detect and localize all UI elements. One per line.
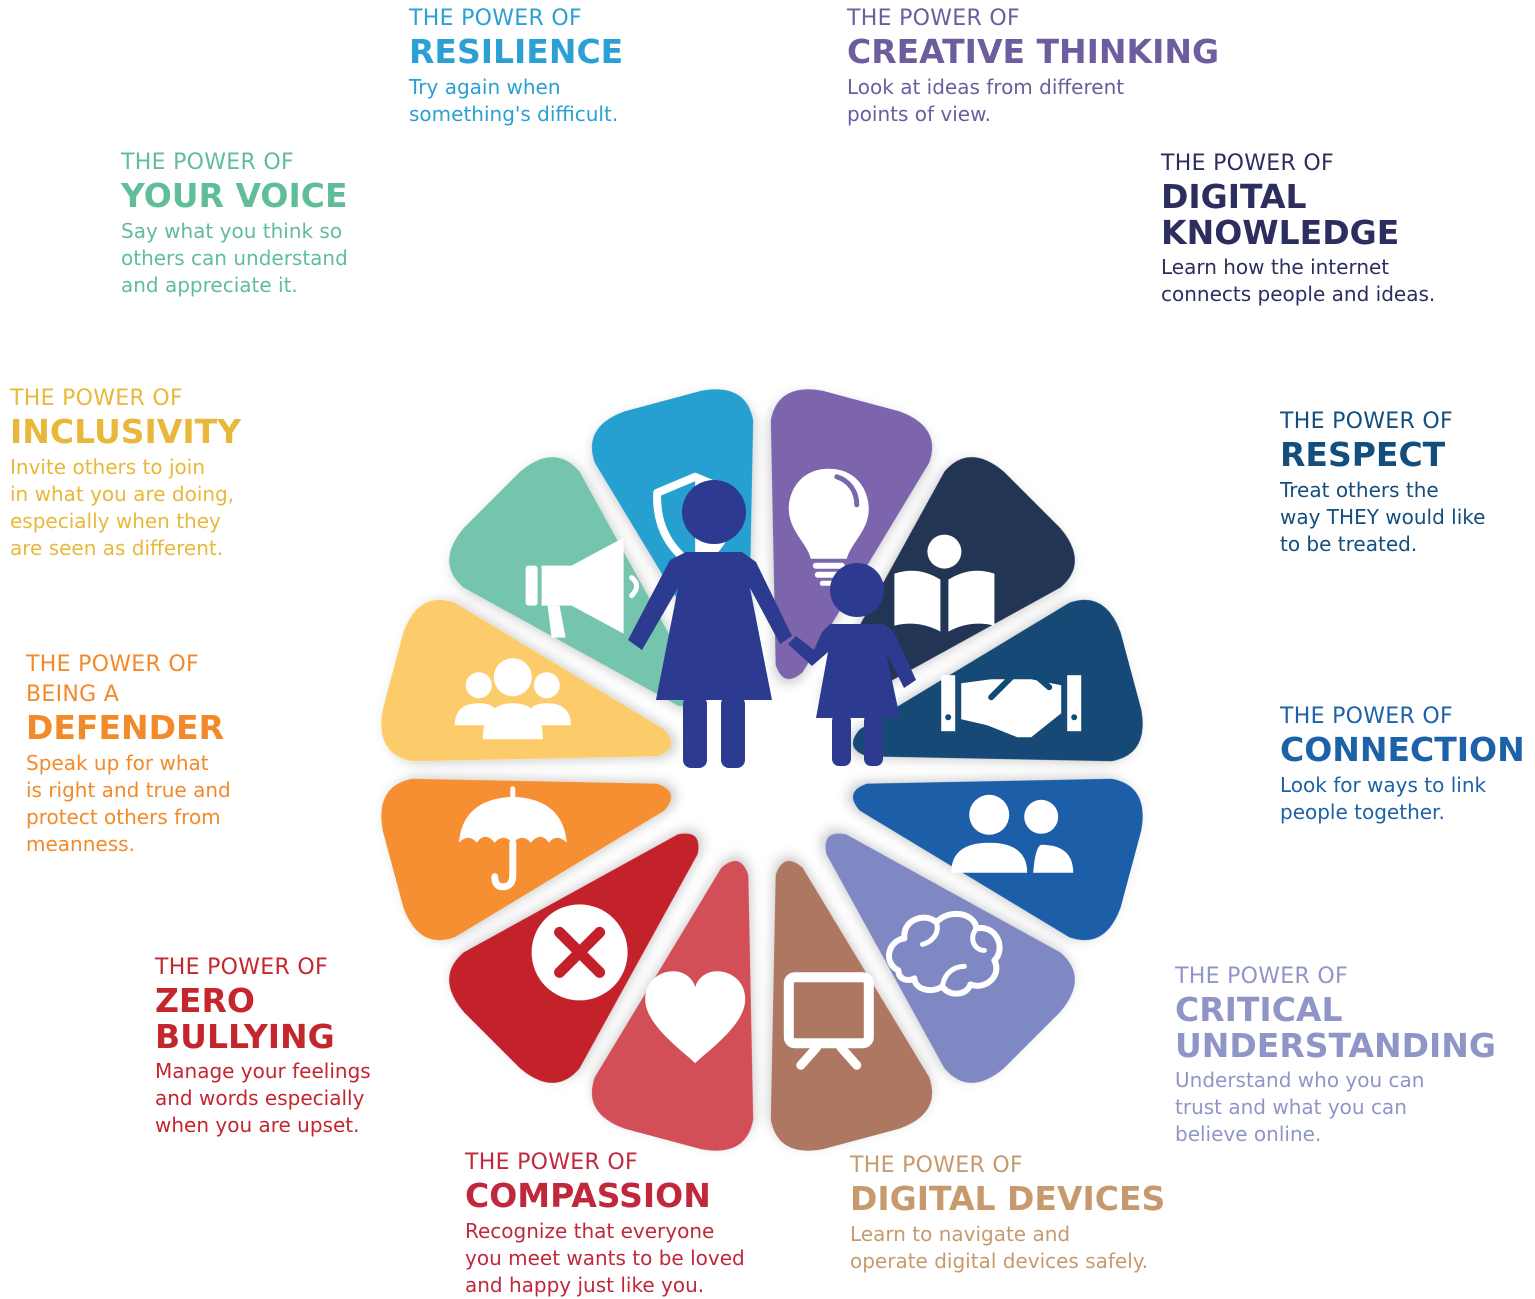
label-kicker: THE POWER OF xyxy=(850,1153,1023,1178)
label-title: DEFENDER xyxy=(26,708,224,747)
label-kicker: THE POWER OF xyxy=(409,6,582,31)
adult-and-child-icon xyxy=(628,480,916,768)
label-title: RESILIENCE xyxy=(409,32,624,71)
label-title: KNOWLEDGE xyxy=(1161,212,1400,252)
label-title: INCLUSIVITY xyxy=(10,412,242,451)
label-title: CONNECTION xyxy=(1280,730,1525,769)
label-title: CRITICAL xyxy=(1175,990,1343,1029)
label-kicker: THE POWER OF xyxy=(1161,151,1334,176)
label-title: COMPASSION xyxy=(465,1176,711,1215)
label-title: DIGITAL xyxy=(1161,177,1307,216)
label-kicker: THE POWER OF xyxy=(1280,409,1453,434)
label-title: RESPECT xyxy=(1280,435,1446,474)
label-kicker: THE POWER OF xyxy=(155,955,328,980)
label-title: YOUR VOICE xyxy=(121,176,348,215)
label-kicker: THE POWER OF xyxy=(465,1150,638,1175)
umbrella-icon xyxy=(458,786,567,891)
label-title: BULLYING xyxy=(155,1016,335,1056)
megaphone-icon xyxy=(525,537,640,638)
people-icon xyxy=(951,794,1074,873)
label-kicker: THE POWER OF xyxy=(10,386,183,411)
reader-book-icon xyxy=(894,534,995,632)
handshake-icon xyxy=(941,667,1082,738)
heart-icon xyxy=(645,971,746,1064)
brain-icon xyxy=(886,910,1003,997)
label-kicker-line-2: BEING A xyxy=(26,682,120,707)
label-kicker: THE POWER OF xyxy=(847,6,1020,31)
label-title: ZERO xyxy=(155,981,255,1020)
label-title: CREATIVE THINKING xyxy=(847,32,1220,71)
label-kicker: THE POWER OF xyxy=(26,652,199,677)
label-kicker: THE POWER OF xyxy=(1280,704,1453,729)
label-title: DIGITAL DEVICES xyxy=(850,1179,1166,1218)
label-title: UNDERSTANDING xyxy=(1175,1025,1497,1065)
label-kicker: THE POWER OF xyxy=(121,150,294,175)
screen-icon xyxy=(783,972,874,1070)
lightbulb-icon xyxy=(788,468,869,586)
label-kicker: THE POWER OF xyxy=(1175,964,1348,989)
group-icon xyxy=(454,658,571,740)
x-mark-icon xyxy=(531,904,628,1001)
